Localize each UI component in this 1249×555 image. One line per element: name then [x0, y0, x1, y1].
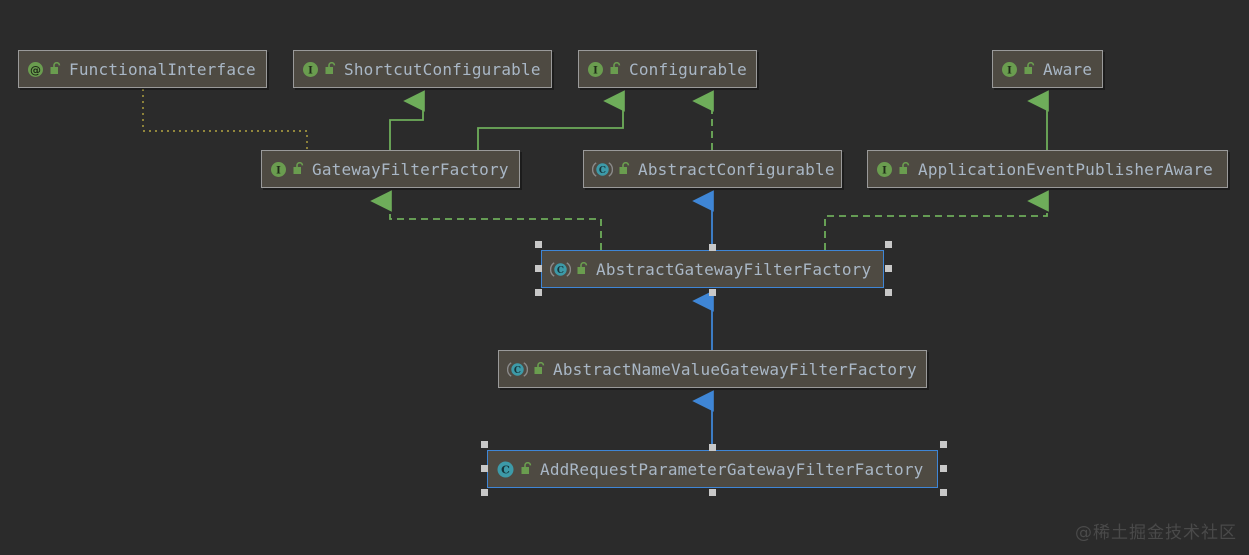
abstract-class-icon: C — [550, 261, 571, 278]
edge-gatewayfilterfactory-configurable — [477, 90, 625, 150]
interface-icon: I — [876, 161, 893, 178]
unlocked-padlock-icon — [49, 62, 62, 76]
uml-node-label: AbstractGatewayFilterFactory — [596, 259, 872, 279]
uml-node-aware[interactable]: I Aware — [992, 50, 1103, 88]
unlocked-padlock-icon — [898, 162, 911, 176]
uml-node-shortcut-configurable[interactable]: I ShortcutConfigurable — [293, 50, 552, 88]
resize-handle-w[interactable] — [481, 465, 488, 472]
unlocked-padlock-icon — [1023, 62, 1036, 76]
uml-node-configurable[interactable]: I Configurable — [578, 50, 757, 88]
resize-handle-w[interactable] — [535, 265, 542, 272]
annotation-at-icon: @ — [27, 61, 44, 78]
unlocked-padlock-icon — [324, 62, 337, 76]
unlocked-padlock-icon — [292, 162, 305, 176]
uml-node-application-event-publisher-aware[interactable]: I ApplicationEventPublisherAware — [867, 150, 1228, 188]
svg-text:I: I — [1007, 65, 1012, 76]
uml-node-gateway-filter-factory[interactable]: I GatewayFilterFactory — [261, 150, 520, 188]
resize-handle-nw[interactable] — [481, 441, 488, 448]
abstract-class-icon: C — [507, 361, 528, 378]
svg-text:@: @ — [30, 63, 41, 76]
class-icon: C — [496, 460, 515, 479]
uml-node-label: Aware — [1043, 59, 1093, 79]
edge-functionalinterface-gatewayfilterfactory — [142, 89, 308, 150]
uml-node-label: Configurable — [629, 59, 747, 79]
uml-node-add-request-parameter-gateway-filter-factory[interactable]: C AddRequestParameterGatewayFilterFactor… — [487, 450, 938, 488]
unlocked-padlock-icon — [609, 62, 622, 76]
svg-text:C: C — [514, 366, 521, 376]
uml-node-functional-interface[interactable]: @ FunctionalInterface — [18, 50, 267, 88]
unlocked-padlock-icon — [533, 362, 546, 376]
uml-node-label: AbstractConfigurable — [638, 159, 835, 179]
interface-icon: I — [587, 61, 604, 78]
watermark-text: @稀土掘金技术社区 — [1075, 523, 1237, 543]
resize-handle-n[interactable] — [709, 244, 716, 251]
uml-node-label: ApplicationEventPublisherAware — [918, 159, 1213, 179]
uml-node-label: GatewayFilterFactory — [312, 159, 509, 179]
edge-abstractgatewayfilterfactory-applicationeventpublisheraware — [824, 190, 1049, 250]
uml-node-label: FunctionalInterface — [69, 59, 256, 79]
unlocked-padlock-icon — [576, 262, 589, 276]
interface-icon: I — [302, 61, 319, 78]
unlocked-padlock-icon — [520, 462, 533, 476]
uml-node-abstract-configurable[interactable]: C AbstractConfigurable — [583, 150, 842, 188]
resize-handle-sw[interactable] — [535, 289, 542, 296]
resize-handle-ne[interactable] — [885, 241, 892, 248]
svg-text:I: I — [593, 65, 598, 76]
svg-text:I: I — [276, 165, 281, 176]
resize-handle-nw[interactable] — [535, 241, 542, 248]
edge-abstractgatewayfilterfactory-gatewayfilterfactory — [370, 190, 602, 250]
resize-handle-n[interactable] — [709, 444, 716, 451]
interface-icon: I — [1001, 61, 1018, 78]
resize-handle-e[interactable] — [940, 465, 947, 472]
svg-text:C: C — [501, 463, 510, 476]
edge-gatewayfilterfactory-shortcutconfigurable — [389, 90, 425, 150]
resize-handle-s[interactable] — [709, 489, 716, 496]
uml-node-label: AddRequestParameterGatewayFilterFactory — [540, 459, 924, 479]
resize-handle-ne[interactable] — [940, 441, 947, 448]
uml-node-abstract-gateway-filter-factory[interactable]: C AbstractGatewayFilterFactory — [541, 250, 884, 288]
uml-node-label: ShortcutConfigurable — [344, 59, 541, 79]
interface-icon: I — [270, 161, 287, 178]
svg-text:C: C — [557, 266, 564, 276]
uml-node-label: AbstractNameValueGatewayFilterFactory — [553, 359, 917, 379]
resize-handle-e[interactable] — [885, 265, 892, 272]
svg-text:I: I — [308, 65, 313, 76]
unlocked-padlock-icon — [618, 162, 631, 176]
uml-node-abstract-name-value-gateway-filter-factory[interactable]: C AbstractNameValueGatewayFilterFactory — [498, 350, 927, 388]
abstract-class-icon: C — [592, 161, 613, 178]
resize-handle-s[interactable] — [709, 289, 716, 296]
resize-handle-se[interactable] — [885, 289, 892, 296]
resize-handle-se[interactable] — [940, 489, 947, 496]
svg-text:C: C — [599, 166, 606, 176]
svg-text:I: I — [882, 165, 887, 176]
resize-handle-sw[interactable] — [481, 489, 488, 496]
